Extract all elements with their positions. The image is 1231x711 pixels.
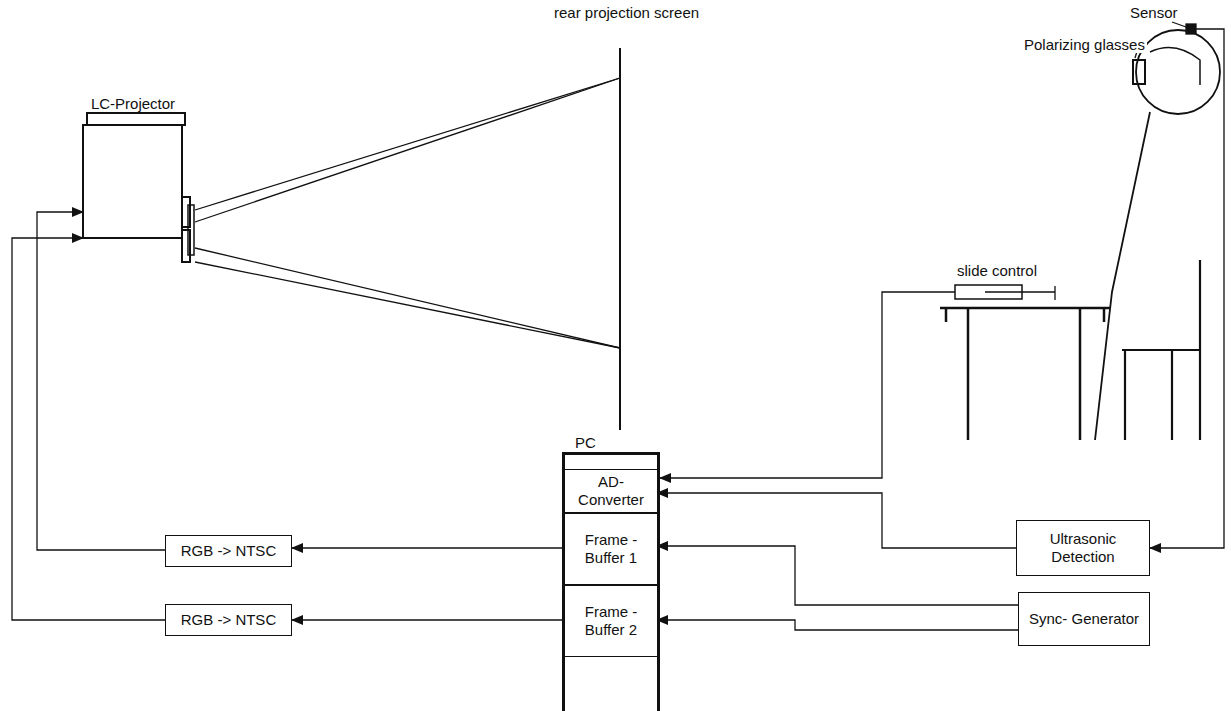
box-label: Ultrasonic Detection <box>1021 530 1145 566</box>
box-label: Sync- Generator <box>1029 610 1139 628</box>
projection-ray <box>195 78 620 222</box>
polarizing-glasses <box>1133 60 1145 84</box>
signal-connector <box>12 238 165 620</box>
projection-ray <box>195 248 620 348</box>
computer-box: PCAD- ConverterFrame - Buffer 1Frame - B… <box>562 452 660 711</box>
leader-line <box>1172 22 1186 27</box>
projection-ray <box>195 262 620 348</box>
wire <box>1150 29 1224 548</box>
wire <box>660 292 955 478</box>
slide-knob <box>985 286 1055 300</box>
table <box>940 308 1110 440</box>
chair <box>1122 260 1200 440</box>
box-label: Frame - Buffer 1 <box>569 531 653 567</box>
signal-connector <box>37 212 165 550</box>
annotation-label: Sensor <box>1128 4 1180 21</box>
signal-connector <box>657 493 1016 548</box>
box-label: RGB -> NTSC <box>181 611 276 629</box>
projector: LC-Projector <box>83 95 183 238</box>
box-label: LC-Projector <box>83 95 183 113</box>
process-box: RGB -> NTSC <box>165 535 292 567</box>
box-label: Frame - Buffer 2 <box>569 603 653 639</box>
process-box: Frame - Buffer 2 <box>565 585 657 657</box>
annotation-label: slide control <box>955 262 1039 279</box>
box-label: PC <box>575 434 596 452</box>
annotation-label: rear projection screen <box>552 4 701 21</box>
projector-top <box>87 113 185 125</box>
box-label: AD- Converter <box>569 473 653 509</box>
signal-connector <box>292 619 565 620</box>
head <box>1136 30 1220 114</box>
projector-body <box>83 125 182 238</box>
process-box: Sync- Generator <box>1018 592 1150 646</box>
hair <box>1150 48 1200 86</box>
signal-connector <box>657 620 1018 630</box>
sensor <box>1186 24 1196 34</box>
body <box>1095 112 1150 440</box>
process-box: RGB -> NTSC <box>165 604 292 636</box>
signal-connector <box>292 547 565 548</box>
projection-screen <box>619 48 621 430</box>
projector-lens <box>182 197 190 227</box>
process-box: Ultrasonic Detection <box>1016 520 1150 576</box>
process-box: AD- Converter <box>565 469 657 513</box>
annotation-label: Polarizing glasses <box>1022 36 1147 53</box>
signal-connector <box>657 546 1018 605</box>
box-label: RGB -> NTSC <box>181 542 276 560</box>
projector-lens <box>188 205 194 255</box>
process-box: Frame - Buffer 1 <box>565 513 657 585</box>
projector-lens <box>182 230 190 262</box>
projection-ray <box>195 78 620 210</box>
